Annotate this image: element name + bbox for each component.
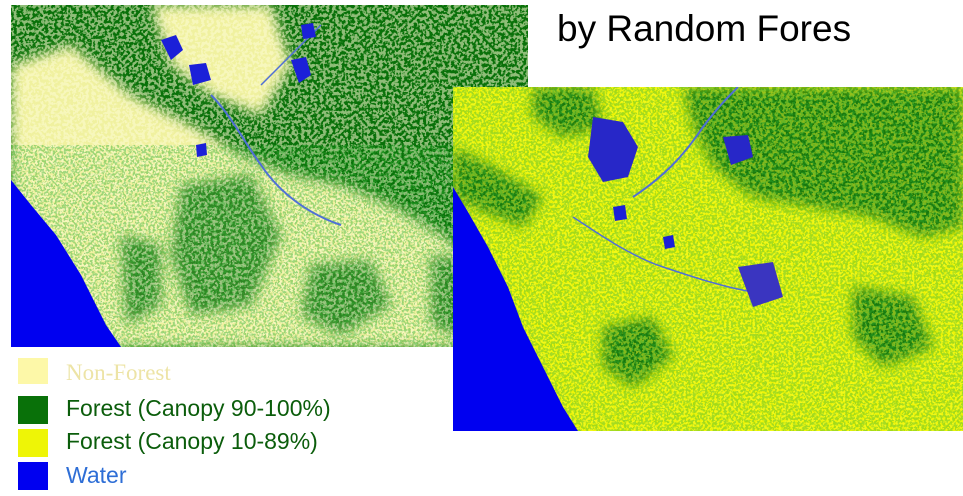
map-left-canvas	[11, 5, 528, 347]
map-canopy-classes	[453, 87, 963, 431]
legend-swatch-water	[18, 462, 48, 490]
legend-label-water: Water	[66, 462, 127, 488]
legend-swatch-forest-open	[18, 429, 48, 457]
legend-label-forest-open: Forest (Canopy 10-89%)	[66, 428, 318, 454]
legend-label-forest-dense: Forest (Canopy 90-100%)	[66, 395, 331, 421]
map-right-canvas	[453, 87, 963, 431]
legend-label-non-forest: Non-Forest	[66, 360, 171, 385]
legend-swatch-forest-dense	[18, 396, 48, 424]
slide-title: by Random Fores	[557, 8, 852, 49]
legend-swatch-non-forest	[18, 358, 48, 384]
map-forest-nonforest	[11, 5, 528, 347]
